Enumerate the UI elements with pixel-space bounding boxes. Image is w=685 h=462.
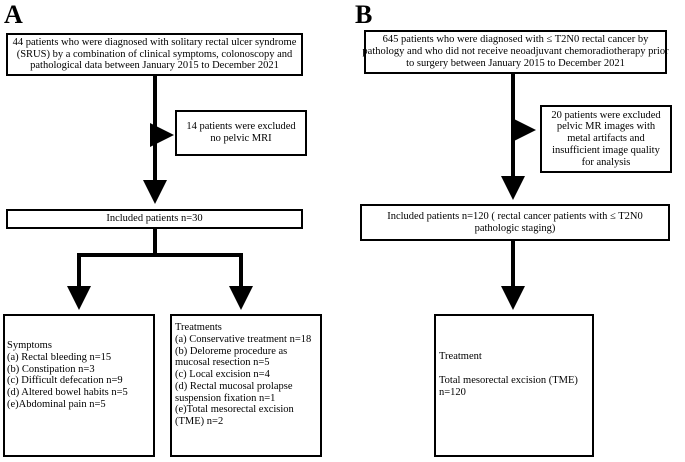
box-a-included-text: Included patients n=30 [106,213,203,225]
treatment-item: (b) Deloreme procedure as [175,345,288,357]
box-b-excluded: 20 patients were excluded pelvic MR imag… [540,105,672,173]
symptom-item: (e)Abdominal pain n=5 [7,398,106,410]
box-a-initial-line-3: pathological data between January 2015 t… [30,60,279,72]
box-a-excluded: 14 patients were excluded no pelvic MRI [175,110,307,156]
box-b-excluded-line-5: for analysis [581,156,631,168]
box-a-initial-line-1: 44 patients who were diagnosed with soli… [12,36,297,48]
treatment-item: (c) Local excision n=4 [175,369,270,380]
box-b-excluded-line-1: 20 patients were excluded [551,109,661,121]
box-b-treatment: Treatment Total mesorectal excision (TME… [434,314,594,457]
box-b-excluded-line-3: metal artifacts and [567,133,645,145]
treatments-heading: Treatments [175,322,222,333]
box-a-initial-cohort: 44 patients who were diagnosed with soli… [6,33,303,76]
box-a-included: Included patients n=30 [6,209,303,229]
treatment-item: Total mesorectal excision (TME) [439,374,578,386]
treatment-spacer [439,363,590,375]
box-a-excluded-line-2: no pelvic MRI [210,133,272,144]
box-b-excluded-line-4: insufficient image quality [552,144,660,156]
symptom-item: (a) Rectal bleeding n=15 [7,351,112,363]
box-b-excluded-line-2: pelvic MR images with [556,121,656,133]
box-b-initial-line-1: 645 patients who were diagnosed with ≤ T… [382,34,649,46]
box-a-initial-line-2: (SRUS) by a combination of clinical symp… [16,48,293,60]
box-b-included-line-2: pathologic staging) [474,222,556,234]
treatment-item: (a) Conservative treatment n=18 [175,333,312,345]
symptom-item: (b) Constipation n=3 [7,363,95,375]
box-b-initial-cohort: 645 patients who were diagnosed with ≤ T… [362,30,669,74]
treatment-item: (TME) n=2 [175,416,224,427]
box-b-initial-line-2: pathology and who did not receive neoadj… [362,46,669,58]
treatment-item: mucosal resection n=5 [175,357,270,369]
box-a-treatments: Treatments (a) Conservative treatment n=… [170,314,322,457]
box-b-included: Included patients n=120 ( rectal cancer … [360,204,670,241]
box-b-included-line-1: Included patients n=120 ( rectal cancer … [387,210,643,222]
treatment-item: suspension fixation n=1 [175,392,276,404]
panel-b-label: B [355,0,373,29]
symptom-item: (d) Altered bowel habits n=5 [7,387,128,398]
box-a-symptoms: Symptoms (a) Rectal bleeding n=15 (b) Co… [3,314,155,457]
treatment-heading: Treatment [439,351,482,362]
symptoms-heading: Symptoms [7,340,52,351]
box-b-initial-line-3: to surgery between January 2015 to Decem… [406,57,625,69]
treatment-item: (d) Rectal mucosal prolapse [175,380,293,392]
box-a-excluded-line-1: 14 patients were excluded [186,121,296,133]
panel-a-label: A [4,0,23,29]
treatment-item: (e)Total mesorectal excision [175,404,294,416]
symptom-item: (c) Difficult defecation n=9 [7,375,123,387]
treatment-item: n=120 [439,386,466,398]
